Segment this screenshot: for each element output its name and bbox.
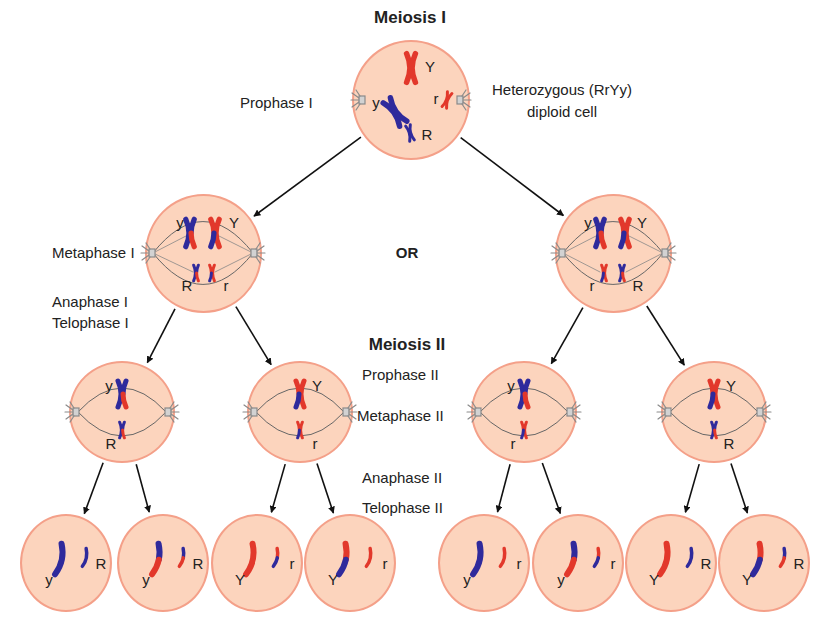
allele-label: R [96, 555, 107, 572]
arrow [542, 463, 560, 513]
cell: YR [625, 514, 717, 612]
stage-label: Anaphase I [52, 293, 128, 311]
allele-label: R [106, 435, 117, 452]
allele-label: R [182, 277, 193, 294]
allele-label: r [511, 435, 516, 452]
arrow [551, 308, 583, 364]
allele-label: y [584, 214, 592, 231]
cell: Yr [211, 514, 303, 612]
allele-label: Y [726, 377, 736, 394]
allele-label: y [557, 571, 565, 588]
allele-label: y [142, 571, 150, 588]
allele-label: Y [425, 58, 435, 75]
allele-label: r [434, 90, 439, 107]
stage-label: Heterozygous (RrYy) diploid cell [482, 79, 642, 123]
allele-label: y [45, 571, 53, 588]
cell: yR [117, 514, 209, 612]
cell: Yr [247, 361, 353, 463]
allele-label: r [383, 555, 388, 572]
stage-label: Metaphase I [52, 244, 135, 262]
allele-label: y [372, 94, 380, 111]
cell: Yr [304, 514, 396, 612]
stage-label: Meiosis II [369, 336, 446, 354]
arrow [647, 306, 685, 365]
arrow [236, 307, 271, 365]
allele-label: r [290, 555, 295, 572]
arrow [461, 138, 564, 216]
arrow [731, 463, 747, 513]
diagram-title: Meiosis I [374, 9, 446, 27]
cell: yR [69, 361, 175, 463]
allele-label: y [105, 377, 113, 394]
stage-label: OR [396, 244, 419, 262]
allele-label: r [611, 555, 616, 572]
stage-label: Prophase I [240, 94, 313, 112]
stage-label: Telophase I [52, 314, 129, 332]
stage-label: Prophase II [362, 366, 439, 384]
allele-label: R [724, 435, 735, 452]
allele-label: r [590, 277, 595, 294]
cell: y Y Rr [145, 194, 262, 313]
arrow [84, 463, 103, 514]
cell: YR [661, 361, 767, 463]
allele-label: Y [312, 377, 322, 394]
allele-label: R [193, 555, 204, 572]
cell: y Yr R [555, 194, 672, 313]
allele-label: R [633, 277, 644, 294]
allele-label: R [422, 126, 433, 143]
stage-label: Anaphase II [362, 469, 442, 487]
allele-label: Y [637, 214, 647, 231]
arrow [147, 309, 175, 363]
arrow [498, 464, 511, 512]
allele-label: Y [649, 571, 659, 588]
stage-label: Metaphase II [357, 407, 444, 425]
cell: yr [532, 514, 624, 612]
cell: yr [471, 361, 577, 463]
arrow [685, 464, 699, 512]
allele-label: Y [229, 214, 239, 231]
cell: YR [718, 514, 810, 612]
allele-label: Y [235, 571, 245, 588]
allele-label: Y [742, 571, 752, 588]
allele-label: y [463, 571, 471, 588]
allele-label: y [507, 377, 515, 394]
cell: yr [438, 514, 530, 612]
allele-label: r [313, 435, 318, 452]
allele-label: y [176, 214, 184, 231]
allele-label: Y [328, 571, 338, 588]
arrow [254, 137, 361, 216]
stage-label: Telophase II [362, 499, 443, 517]
allele-label: R [701, 555, 712, 572]
cell: Yy rR [352, 40, 470, 160]
cell: yR [20, 514, 112, 612]
arrow [317, 463, 333, 513]
allele-label: R [794, 555, 805, 572]
allele-label: r [224, 277, 229, 294]
allele-label: r [517, 555, 522, 572]
arrow [271, 464, 285, 512]
arrow [136, 464, 149, 512]
